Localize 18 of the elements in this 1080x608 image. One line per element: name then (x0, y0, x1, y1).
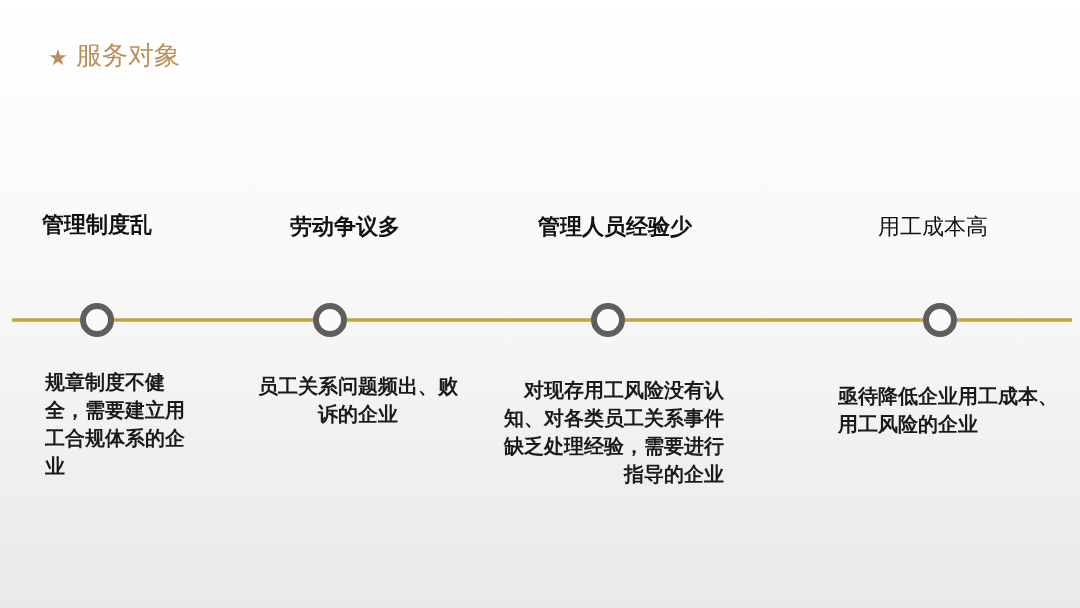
timeline-circle (591, 303, 625, 337)
timeline-line (625, 318, 923, 322)
stage-description: 规章制度不健全，需要建立用工合规体系的企业 (45, 369, 186, 480)
timeline-circle (80, 303, 114, 337)
stage-heading: 管理制度乱 (42, 211, 152, 239)
timeline-line (347, 318, 591, 322)
stage-heading: 用工成本高 (878, 213, 988, 241)
stage-description: 对现存用工风险没有认知、对各类员工关系事件缺乏处理经验，需要进行指导的企业 (502, 377, 724, 488)
stage-heading: 劳动争议多 (290, 213, 400, 241)
timeline-circle (923, 303, 957, 337)
timeline-line (12, 318, 80, 322)
timeline-circle (313, 303, 347, 337)
timeline-line (114, 318, 313, 322)
timeline-line (957, 318, 1072, 322)
stage-heading: 管理人员经验少 (538, 213, 692, 241)
title: 服务对象 (76, 39, 180, 72)
stage-description: 亟待降低企业用工成本、用工风险的企业 (838, 383, 1059, 438)
stage-description: 员工关系问题频出、败诉的企业 (256, 373, 459, 428)
